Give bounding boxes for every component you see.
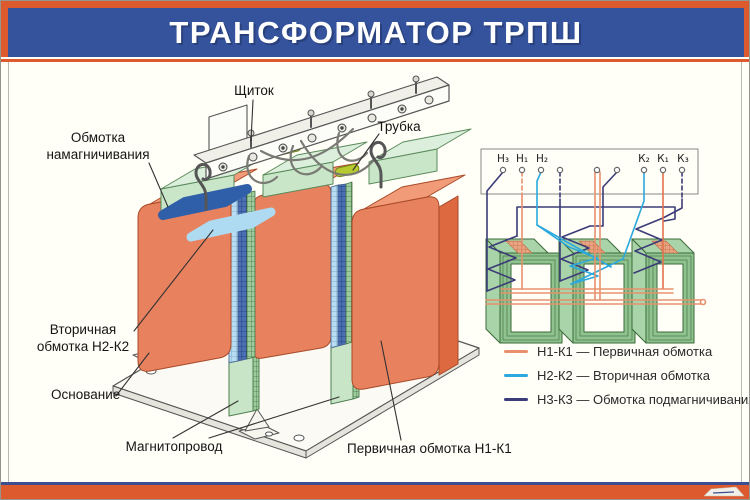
label-core: Магнитопровод [125,439,223,454]
label-magnetizing-winding: Обмотка намагничивания [46,130,150,162]
lifting-hook-icons [194,141,387,211]
label-base: Основание [51,387,121,402]
panel-studs [247,75,420,148]
label-primary-winding: Первичная обмотка Н1-К1 [347,441,512,456]
core-legs [228,339,360,417]
terminal-circles [499,166,686,174]
header-gap [1,57,749,59]
label-shield: Щиток [234,83,274,98]
secondary-winding-wires [536,171,645,285]
winding-schematic: Н₃ Н₁ Н₂ К₂ К₁ К₃ [480,148,707,344]
primary-winding-wires [485,171,707,306]
page-title: ТРАНСФОРМАТОР ТРПШ [169,14,583,50]
legend-bias-text: Н3-К3 — Обмотка подмагничивания [537,392,750,407]
terminal-board [480,148,699,195]
magnetizing-winding-ring [158,184,252,220]
header-band: ТРАНСФОРМАТОР ТРПШ [1,1,749,57]
winding-legend: Н1-К1 — Первичная обмотка Н2-К2 — Вторич… [504,344,750,416]
secondary-wire-swatch [504,374,528,377]
primary-wire-swatch [504,350,528,353]
terminal-label-h3: Н₃ [497,153,509,165]
terminal-panel [193,75,450,180]
header-rule [1,59,749,62]
terminal-label-k1: К₁ [657,153,669,165]
publisher-logo [704,486,745,497]
terminal-label-k3: К₃ [677,153,689,165]
label-secondary-winding: Вторичная обмотка Н2-К2 [36,322,130,354]
legend-row-secondary: Н2-К2 — Вторичная обмотка [504,368,749,383]
legend-row-primary: Н1-К1 — Первичная обмотка [504,344,749,359]
bias-winding-wires [486,171,683,292]
title-bar: ТРАНСФОРМАТОР ТРПШ [8,8,744,57]
footer-band [1,482,749,499]
legend-secondary-text: Н2-К2 — Вторичная обмотка [537,368,711,383]
transformer-illustration [112,75,480,459]
terminal-label-k2: К₂ [638,153,650,165]
legend-row-bias: Н3-К3 — Обмотка подмагничивания [504,392,750,407]
coil-right [351,174,466,390]
bracket-center [238,408,280,440]
legend-primary-text: Н1-К1 — Первичная обмотка [537,344,713,359]
secondary-winding-ring [186,207,276,242]
bias-wire-swatch [504,398,528,401]
label-tube: Трубка [377,119,421,134]
terminal-label-h1: Н₁ [516,153,528,165]
leader-lines [115,99,402,441]
terminal-label-h2: Н₂ [536,153,548,165]
